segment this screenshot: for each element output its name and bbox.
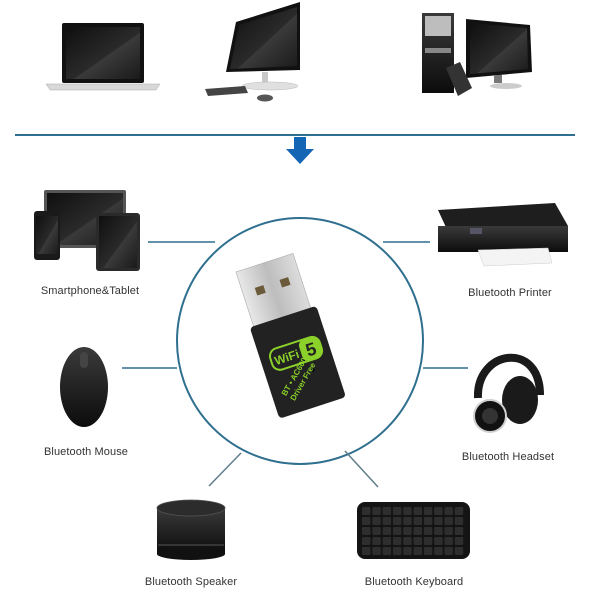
keyboard-key xyxy=(362,537,371,545)
keyboard-key xyxy=(454,507,464,515)
keyboard-key xyxy=(444,537,453,545)
keyboard-key xyxy=(372,507,381,515)
smartphone-tablet-icon xyxy=(34,190,140,271)
printer-icon xyxy=(438,203,568,267)
keyboard-key xyxy=(423,527,433,535)
label-bluetooth-speaker: Bluetooth Speaker xyxy=(144,576,238,588)
keyboard-key xyxy=(413,547,422,555)
speaker-icon xyxy=(156,499,226,560)
keyboard-key xyxy=(382,537,392,545)
connector-speaker xyxy=(208,452,242,487)
keyboard-key xyxy=(454,537,464,545)
keyboard-key xyxy=(392,527,402,535)
keyboard-key xyxy=(423,507,433,515)
keyboard-key xyxy=(434,527,443,535)
keyboard-key xyxy=(403,507,412,515)
mouse-icon xyxy=(60,347,108,427)
keyboard-key xyxy=(423,517,433,525)
keyboard-key xyxy=(382,517,392,525)
keyboard-key xyxy=(392,517,402,525)
keyboard-key xyxy=(362,527,371,535)
connector-keyboard xyxy=(344,450,379,488)
keyboard-key xyxy=(382,507,392,515)
keyboard-key xyxy=(454,547,464,555)
keyboard-key xyxy=(413,527,422,535)
keyboard-key xyxy=(362,507,371,515)
keyboard-key xyxy=(444,517,453,525)
keyboard-key xyxy=(403,527,412,535)
monitor-icon xyxy=(205,2,300,102)
keyboard-key xyxy=(434,507,443,515)
keyboard-key xyxy=(372,527,381,535)
keyboard-key xyxy=(362,547,371,555)
keyboard-key xyxy=(403,517,412,525)
keyboard-key xyxy=(382,527,392,535)
keyboard-key xyxy=(362,517,371,525)
keyboard-key xyxy=(444,527,453,535)
label-bluetooth-headset: Bluetooth Headset xyxy=(461,451,555,463)
keyboard-icon xyxy=(357,502,470,559)
adapter-circle xyxy=(176,217,424,465)
keyboard-key xyxy=(423,537,433,545)
keyboard-key xyxy=(434,537,443,545)
adapter-body xyxy=(250,306,345,418)
label-bluetooth-mouse: Bluetooth Mouse xyxy=(43,446,129,458)
keyboard-key xyxy=(454,517,464,525)
keyboard-key xyxy=(434,547,443,555)
keyboard-key xyxy=(372,517,381,525)
keyboard-key xyxy=(372,537,381,545)
keyboard-key xyxy=(444,507,453,515)
keyboard-key xyxy=(372,547,381,555)
keyboard-key xyxy=(454,527,464,535)
keyboard-key xyxy=(413,507,422,515)
down-arrow-icon xyxy=(286,137,314,164)
laptop-icon xyxy=(45,23,161,91)
keyboard-key xyxy=(392,537,402,545)
keyboard-key xyxy=(382,547,392,555)
label-smartphone-tablet: Smartphone&Tablet xyxy=(40,285,140,297)
keyboard-key xyxy=(444,547,453,555)
headset-icon xyxy=(473,353,544,433)
keyboard-keys xyxy=(362,507,464,555)
keyboard-key xyxy=(423,547,433,555)
keyboard-key xyxy=(392,547,402,555)
desktop-tower-icon xyxy=(422,13,532,96)
keyboard-key xyxy=(413,537,422,545)
keyboard-key xyxy=(403,547,412,555)
usb-adapter xyxy=(235,253,345,418)
keyboard-key xyxy=(413,517,422,525)
keyboard-key xyxy=(403,537,412,545)
label-bluetooth-keyboard: Bluetooth Keyboard xyxy=(364,576,464,588)
label-bluetooth-printer: Bluetooth Printer xyxy=(468,287,552,299)
keyboard-key xyxy=(434,517,443,525)
keyboard-key xyxy=(392,507,402,515)
